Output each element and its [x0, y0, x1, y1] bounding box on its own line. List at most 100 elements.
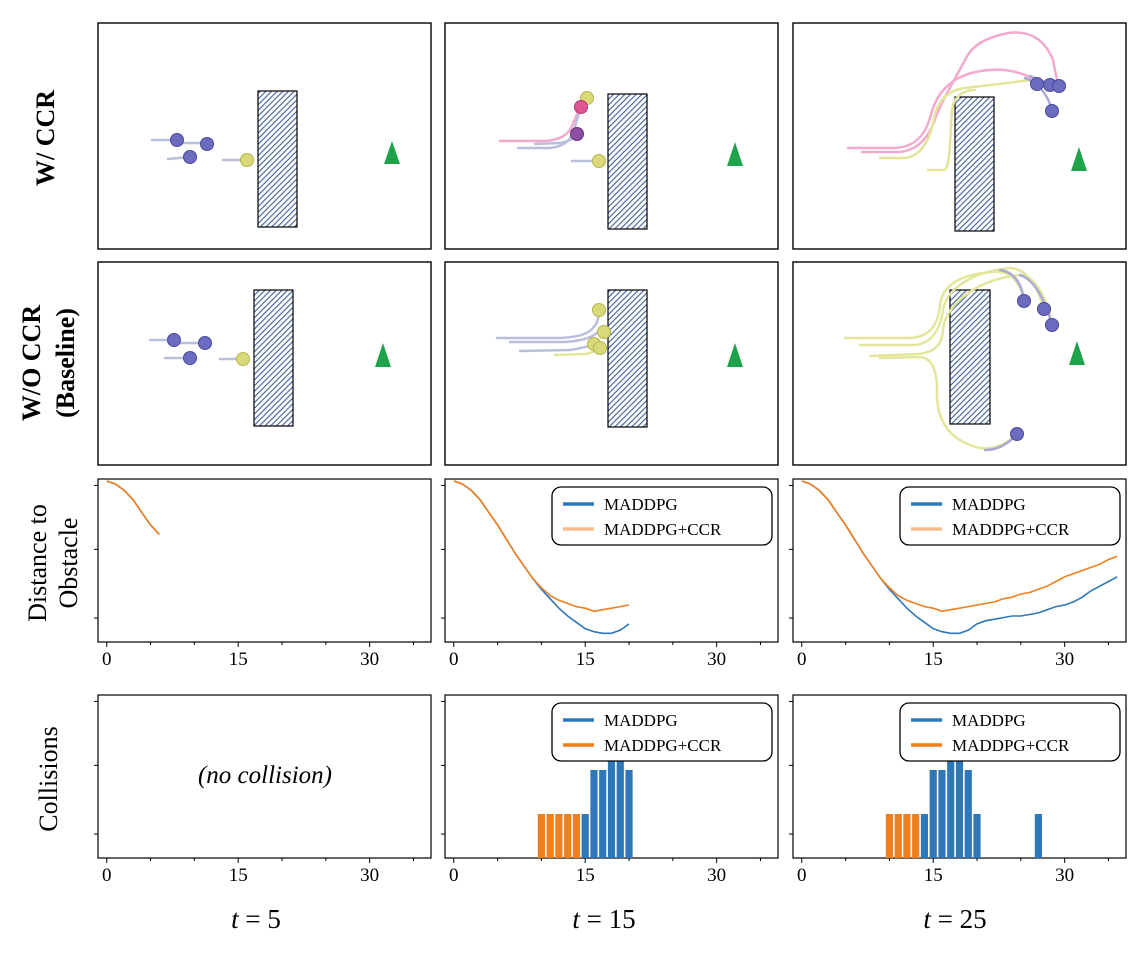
- agent-marker: [183, 150, 197, 164]
- bar-maddpg-ccr: [894, 813, 902, 858]
- obstacle: [949, 289, 991, 425]
- legend-label: MADDPG+CCR: [952, 520, 1070, 539]
- x-tick-label: 15: [924, 865, 943, 886]
- goal-landmark: [384, 141, 400, 164]
- x-tick-label: 0: [449, 865, 459, 886]
- agent-marker: [592, 154, 606, 168]
- obstacle: [607, 289, 648, 428]
- goal-landmark: [1071, 147, 1087, 171]
- chart-panel-bar: 0 15 30 MADDPG MADDPG+CCR: [789, 694, 1127, 886]
- bar-maddpg-ccr: [572, 813, 581, 858]
- obstacle: [257, 90, 298, 228]
- agent-marker: [200, 137, 214, 151]
- legend-frame: [899, 486, 1121, 546]
- x-tick-label: 30: [360, 649, 379, 670]
- agent-marker: [597, 325, 611, 339]
- legend-label: MADDPG: [604, 495, 678, 514]
- agent-marker: [592, 303, 606, 317]
- x-tick-label: 0: [797, 865, 807, 886]
- agent-marker: [170, 133, 184, 147]
- legend-label: MADDPG+CCR: [952, 736, 1070, 755]
- x-tick-label: 0: [102, 865, 112, 886]
- bar-maddpg: [955, 725, 964, 858]
- obstacle: [954, 96, 995, 232]
- row-label-without-ccr: W/O CCR: [17, 305, 46, 422]
- scene-without-ccr-t15: [444, 261, 779, 466]
- goal-landmark: [375, 343, 391, 367]
- bar-maddpg: [599, 769, 607, 858]
- bar-maddpg-ccr: [546, 813, 554, 858]
- x-tick-label: 30: [707, 649, 726, 670]
- trajectories: [846, 31, 1061, 172]
- ylabel-collisions: Collisions: [34, 726, 63, 831]
- legend-label: MADDPG+CCR: [604, 520, 722, 539]
- bar-maddpg: [581, 813, 589, 858]
- plot-frame: [97, 478, 432, 643]
- chart-panel-line: 0 15 30 MADDPG MADDPG+CCR: [441, 478, 779, 670]
- legend-frame: [551, 486, 773, 546]
- legend-frame: [551, 702, 773, 762]
- bar-maddpg-ccr: [537, 813, 545, 858]
- agent-marker: [593, 341, 607, 355]
- ylabel-distance-line1: Distance to: [23, 504, 52, 622]
- chart-panel-bar: 0 15 30 MADDPG MADDPG+CCR: [441, 694, 779, 886]
- x-tick-label: 0: [449, 649, 459, 670]
- bar-maddpg-ccr: [903, 813, 911, 858]
- agent-marker: [198, 336, 212, 350]
- scene-without-ccr-t25: [792, 261, 1127, 466]
- bar-maddpg: [607, 725, 616, 858]
- row-label-baseline: (Baseline): [51, 308, 80, 418]
- legend: MADDPG MADDPG+CCR: [899, 486, 1121, 546]
- scene-with-ccr-t5: [97, 22, 432, 250]
- x-tick-label: 0: [102, 649, 112, 670]
- series-line-maddpg-ccr: [453, 480, 630, 613]
- bar-maddpg: [973, 813, 981, 858]
- obstacle: [253, 289, 294, 427]
- bar-maddpg-ccr: [885, 813, 893, 858]
- time-label-t15: t = 15: [572, 904, 635, 934]
- x-tick-label: 30: [1055, 649, 1074, 670]
- legend-frame: [899, 702, 1121, 762]
- goal-landmark: [727, 142, 743, 166]
- x-tick-label: 30: [360, 865, 379, 886]
- agent-marker: [236, 352, 250, 366]
- obstacle: [607, 93, 648, 230]
- x-tick-label: 15: [576, 865, 595, 886]
- agent-marker: [167, 333, 181, 347]
- scene-without-ccr-t5: [97, 261, 432, 466]
- legend-label: MADDPG: [604, 711, 678, 730]
- series-line-maddpg-ccr: [801, 480, 1118, 613]
- bar-maddpg: [590, 769, 598, 858]
- legend-label: MADDPG: [952, 495, 1026, 514]
- ylabel-distance-line2: Obstacle: [54, 518, 83, 609]
- agent-marker: [1052, 79, 1066, 93]
- agent-marker: [1045, 318, 1059, 332]
- agent-marker: [574, 100, 588, 114]
- legend: MADDPG MADDPG+CCR: [899, 702, 1121, 762]
- x-tick-label: 0: [797, 649, 807, 670]
- series-line-maddpg-ccr: [106, 480, 160, 535]
- no-collision-note: (no collision): [198, 762, 332, 789]
- time-label-t25: t = 25: [923, 904, 986, 934]
- legend-label: MADDPG+CCR: [604, 736, 722, 755]
- scene-with-ccr-t25: [792, 22, 1127, 250]
- bar-maddpg: [929, 769, 937, 858]
- legend: MADDPG MADDPG+CCR: [551, 702, 773, 762]
- bar-maddpg: [1034, 813, 1042, 858]
- x-tick-label: 30: [1055, 865, 1074, 886]
- trajectories: [843, 266, 1054, 452]
- x-tick-label: 15: [924, 649, 943, 670]
- goal-landmark: [1069, 341, 1085, 365]
- x-tick-label: 30: [707, 865, 726, 886]
- agent-marker: [1037, 302, 1051, 316]
- agent-marker: [240, 153, 254, 167]
- row-label-with-ccr: W/ CCR: [31, 90, 60, 186]
- x-tick-label: 15: [576, 649, 595, 670]
- agent-marker: [1010, 427, 1024, 441]
- legend-label: MADDPG: [952, 711, 1026, 730]
- bar-maddpg: [947, 725, 955, 858]
